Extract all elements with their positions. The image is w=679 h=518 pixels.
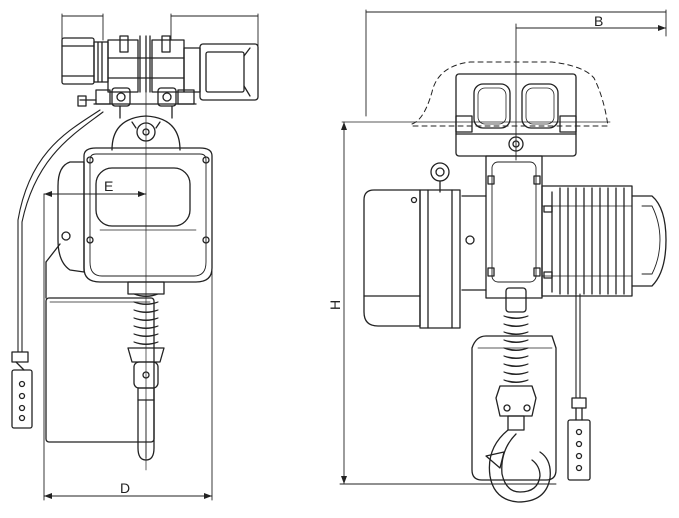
- central-frame: [461, 155, 543, 299]
- dimension-h: [339, 121, 557, 485]
- dimension-e: [43, 191, 147, 197]
- gearbox-housing: [363, 189, 475, 329]
- side-trolley: [341, 73, 611, 157]
- left-trolley-motor: [61, 37, 109, 85]
- dimension-d: [43, 193, 213, 501]
- trolley-frame: [77, 35, 197, 119]
- front-view: [11, 13, 259, 501]
- side-control-cable: [575, 293, 581, 399]
- dimension-label-h: H: [327, 300, 343, 310]
- side-chain-container: [471, 335, 557, 481]
- dimension-label-e: E: [104, 178, 113, 194]
- front-pendant: [11, 351, 33, 429]
- trolley-outline-dashed: [411, 61, 609, 127]
- power-cable: [17, 109, 104, 353]
- front-top-dimension: [61, 13, 259, 53]
- lifting-eye: [430, 162, 450, 193]
- chain-container: [45, 297, 155, 443]
- side-pendant: [567, 397, 591, 481]
- front-centerlines: [99, 39, 197, 471]
- dimension-label-d: D: [120, 480, 130, 496]
- hoist-body: [45, 147, 213, 299]
- dimension-label-b: B: [594, 13, 603, 29]
- side-chain-hook: [485, 287, 551, 503]
- side-view: [339, 9, 667, 503]
- right-trolley-motor: [183, 43, 259, 101]
- finned-motor: [541, 185, 667, 297]
